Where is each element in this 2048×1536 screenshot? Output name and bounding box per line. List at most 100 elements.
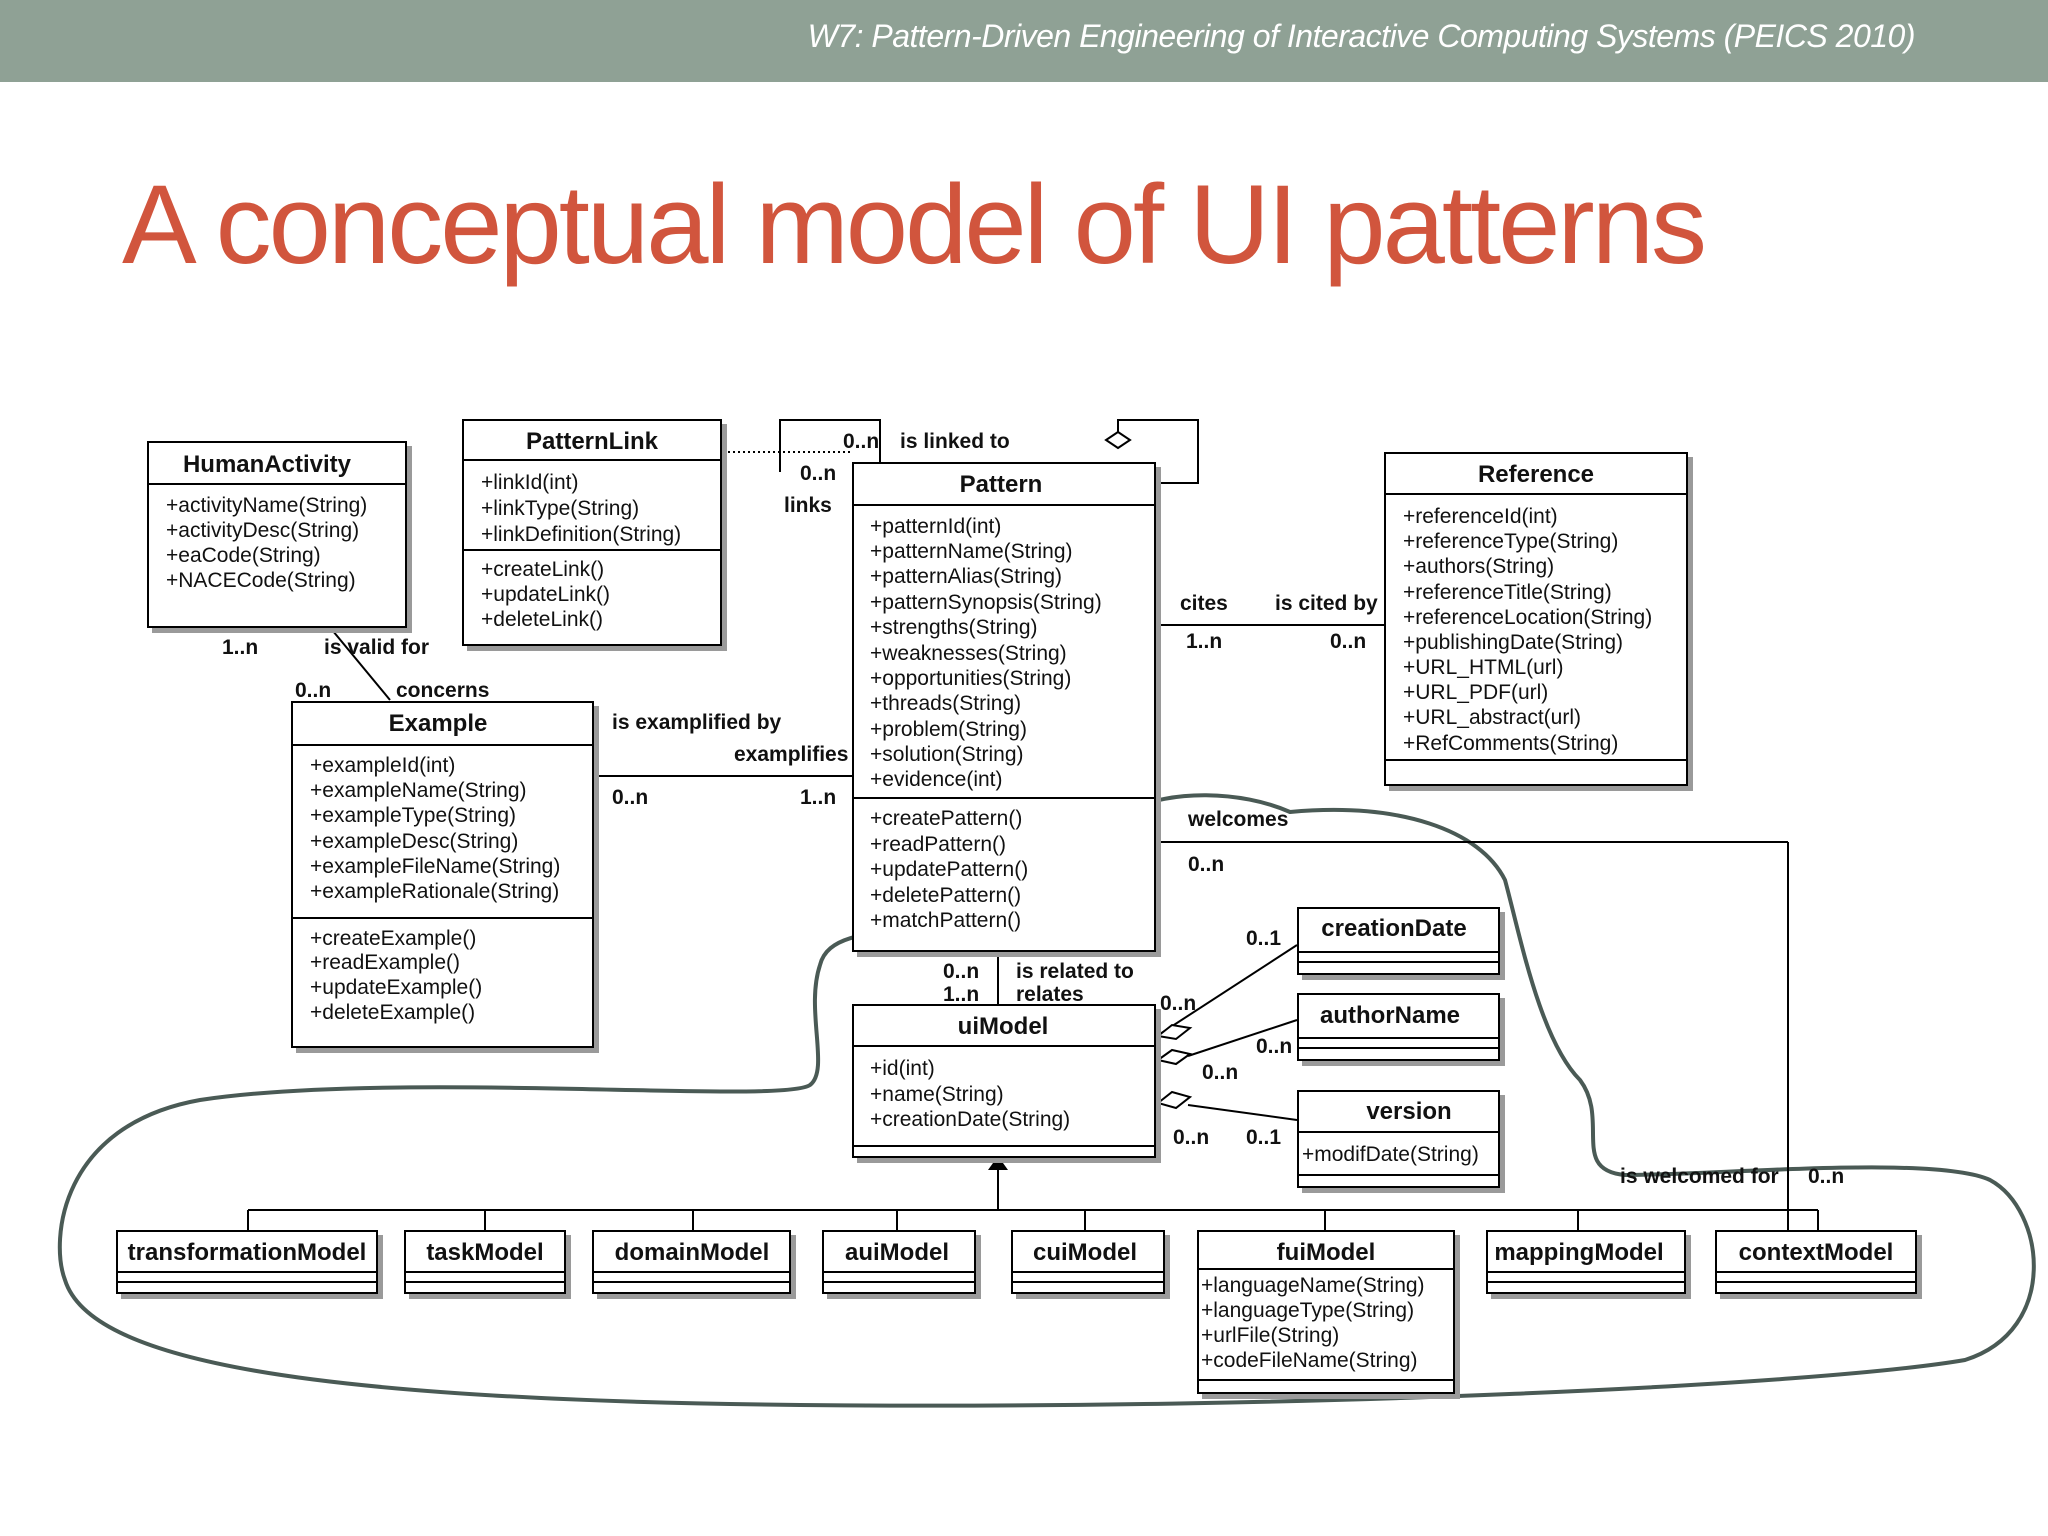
attribute: +problem(String) — [870, 718, 1027, 741]
operation: +updatePattern() — [870, 858, 1028, 881]
operation: +matchPattern() — [870, 909, 1021, 932]
association-label: is valid for — [324, 636, 429, 659]
class-humanactivity: HumanActivity +activityName(String) +act… — [147, 441, 407, 628]
slide-title: A conceptual model of UI patterns — [122, 162, 1707, 287]
class-transformationmodel: transformationModel — [116, 1230, 378, 1294]
attribute: +referenceTitle(String) — [1403, 581, 1612, 604]
operation: +updateLink() — [481, 583, 610, 606]
attribute: +referenceId(int) — [1403, 505, 1558, 528]
multiplicity: 0..1 — [1246, 1126, 1281, 1149]
class-name: domainModel — [615, 1239, 770, 1266]
authorname-aggregation-diamond — [1155, 1048, 1193, 1066]
attribute: +exampleName(String) — [310, 779, 527, 802]
attribute: +URL_abstract(url) — [1403, 706, 1581, 729]
association-labels: 0..n is linked to 0..n links cites is ci… — [222, 430, 1844, 1188]
class-fuimodel: fuiModel +languageName(String) +language… — [1197, 1230, 1455, 1394]
class-uimodel: uiModel +id(int) +name(String) +creation… — [852, 1004, 1156, 1158]
attribute: +activityDesc(String) — [166, 519, 359, 542]
attribute: +evidence(int) — [870, 768, 1003, 791]
attribute: +referenceLocation(String) — [1403, 606, 1652, 629]
version-aggregation-diamond — [1155, 1090, 1193, 1110]
attribute: +exampleType(String) — [310, 804, 516, 827]
class-name: uiModel — [958, 1013, 1049, 1040]
operation: +deleteLink() — [481, 608, 603, 631]
attribute: +codeFileName(String) — [1201, 1349, 1418, 1372]
multiplicity: 1..n — [222, 636, 258, 659]
multiplicity: 1..n — [943, 983, 979, 1006]
class-name: Reference — [1478, 461, 1594, 488]
attribute: +languageName(String) — [1201, 1274, 1425, 1297]
attribute: +modifDate(String) — [1302, 1143, 1479, 1166]
operation: +deletePattern() — [870, 884, 1021, 907]
attribute: +exampleDesc(String) — [310, 830, 518, 853]
attribute: +weaknesses(String) — [870, 642, 1067, 665]
attribute: +exampleFileName(String) — [310, 855, 560, 878]
class-name: mappingModel — [1494, 1239, 1663, 1266]
multiplicity: 0..n — [943, 960, 979, 983]
class-version: version +modifDate(String) — [1297, 1090, 1500, 1188]
workshop-title: W7: Pattern-Driven Engineering of Intera… — [807, 18, 1916, 54]
attribute: +patternSynopsis(String) — [870, 591, 1102, 614]
attribute: +solution(String) — [870, 743, 1024, 766]
attribute: +urlFile(String) — [1201, 1324, 1339, 1347]
grouping-outline — [57, 793, 2036, 1408]
attribute: +authors(String) — [1403, 555, 1554, 578]
class-name: creationDate — [1321, 915, 1466, 942]
class-name: cuiModel — [1033, 1239, 1137, 1266]
class-cuimodel: cuiModel — [1011, 1230, 1165, 1294]
class-patternlink: PatternLink +linkId(int) +linkType(Strin… — [462, 419, 722, 646]
class-name: transformationModel — [128, 1239, 367, 1266]
creationdate-aggregation-diamond — [1155, 1023, 1193, 1041]
multiplicity: 1..n — [1186, 630, 1222, 653]
class-reference: Reference +referenceId(int) +referenceTy… — [1384, 452, 1688, 786]
multiplicity: 0..n — [1202, 1061, 1238, 1084]
class-name: auiModel — [845, 1239, 949, 1266]
attribute: +creationDate(String) — [870, 1108, 1070, 1131]
association-label: is related to — [1016, 960, 1134, 983]
attribute: +name(String) — [870, 1083, 1004, 1106]
association-label: welcomes — [1187, 808, 1288, 831]
association-label: examplifies — [734, 743, 848, 766]
class-contextmodel: contextModel — [1715, 1230, 1917, 1294]
class-name: taskModel — [426, 1239, 543, 1266]
class-taskmodel: taskModel — [404, 1230, 566, 1294]
self-aggregation-diamond — [1104, 430, 1132, 450]
association-label: relates — [1016, 983, 1084, 1006]
attribute: +publishingDate(String) — [1403, 631, 1623, 654]
class-name: PatternLink — [526, 428, 659, 455]
attribute: +patternAlias(String) — [870, 565, 1062, 588]
association-label: is welcomed for — [1620, 1165, 1779, 1188]
association-lines — [247, 419, 1819, 1230]
inheritance-arrow — [988, 1156, 1008, 1170]
multiplicity: 0..n — [612, 786, 648, 809]
multiplicity: 0..n — [1173, 1126, 1209, 1149]
operation: +createExample() — [310, 927, 476, 950]
multiplicity: 0..n — [1808, 1165, 1844, 1188]
association-label: concerns — [396, 679, 489, 702]
association-label: cites — [1180, 592, 1228, 615]
class-authorname: authorName — [1297, 993, 1500, 1061]
association-label: is examplified by — [612, 711, 782, 734]
multiplicity: 0..n — [843, 430, 879, 453]
operation: +updateExample() — [310, 976, 482, 999]
attribute: +activityName(String) — [166, 494, 367, 517]
class-creationdate: creationDate — [1297, 907, 1500, 975]
class-auimodel: auiModel — [822, 1230, 976, 1294]
class-mappingmodel: mappingModel — [1486, 1230, 1686, 1294]
attribute: +patternId(int) — [870, 515, 1001, 538]
multiplicity: 1..n — [800, 786, 836, 809]
multiplicity: 0..n — [800, 462, 836, 485]
attribute: +id(int) — [870, 1057, 935, 1080]
attribute: +opportunities(String) — [870, 667, 1071, 690]
association-label: is linked to — [900, 430, 1010, 453]
attribute: +exampleRationale(String) — [310, 880, 559, 903]
multiplicity: 0..n — [1256, 1035, 1292, 1058]
class-name: Pattern — [960, 471, 1043, 498]
attribute: +linkDefinition(String) — [481, 523, 681, 546]
attribute: +referenceType(String) — [1403, 530, 1618, 553]
attribute: +exampleId(int) — [310, 754, 455, 777]
multiplicity: 0..n — [1160, 992, 1196, 1015]
operation: +readExample() — [310, 951, 460, 974]
class-name: fuiModel — [1277, 1239, 1376, 1266]
attribute: +eaCode(String) — [166, 544, 321, 567]
